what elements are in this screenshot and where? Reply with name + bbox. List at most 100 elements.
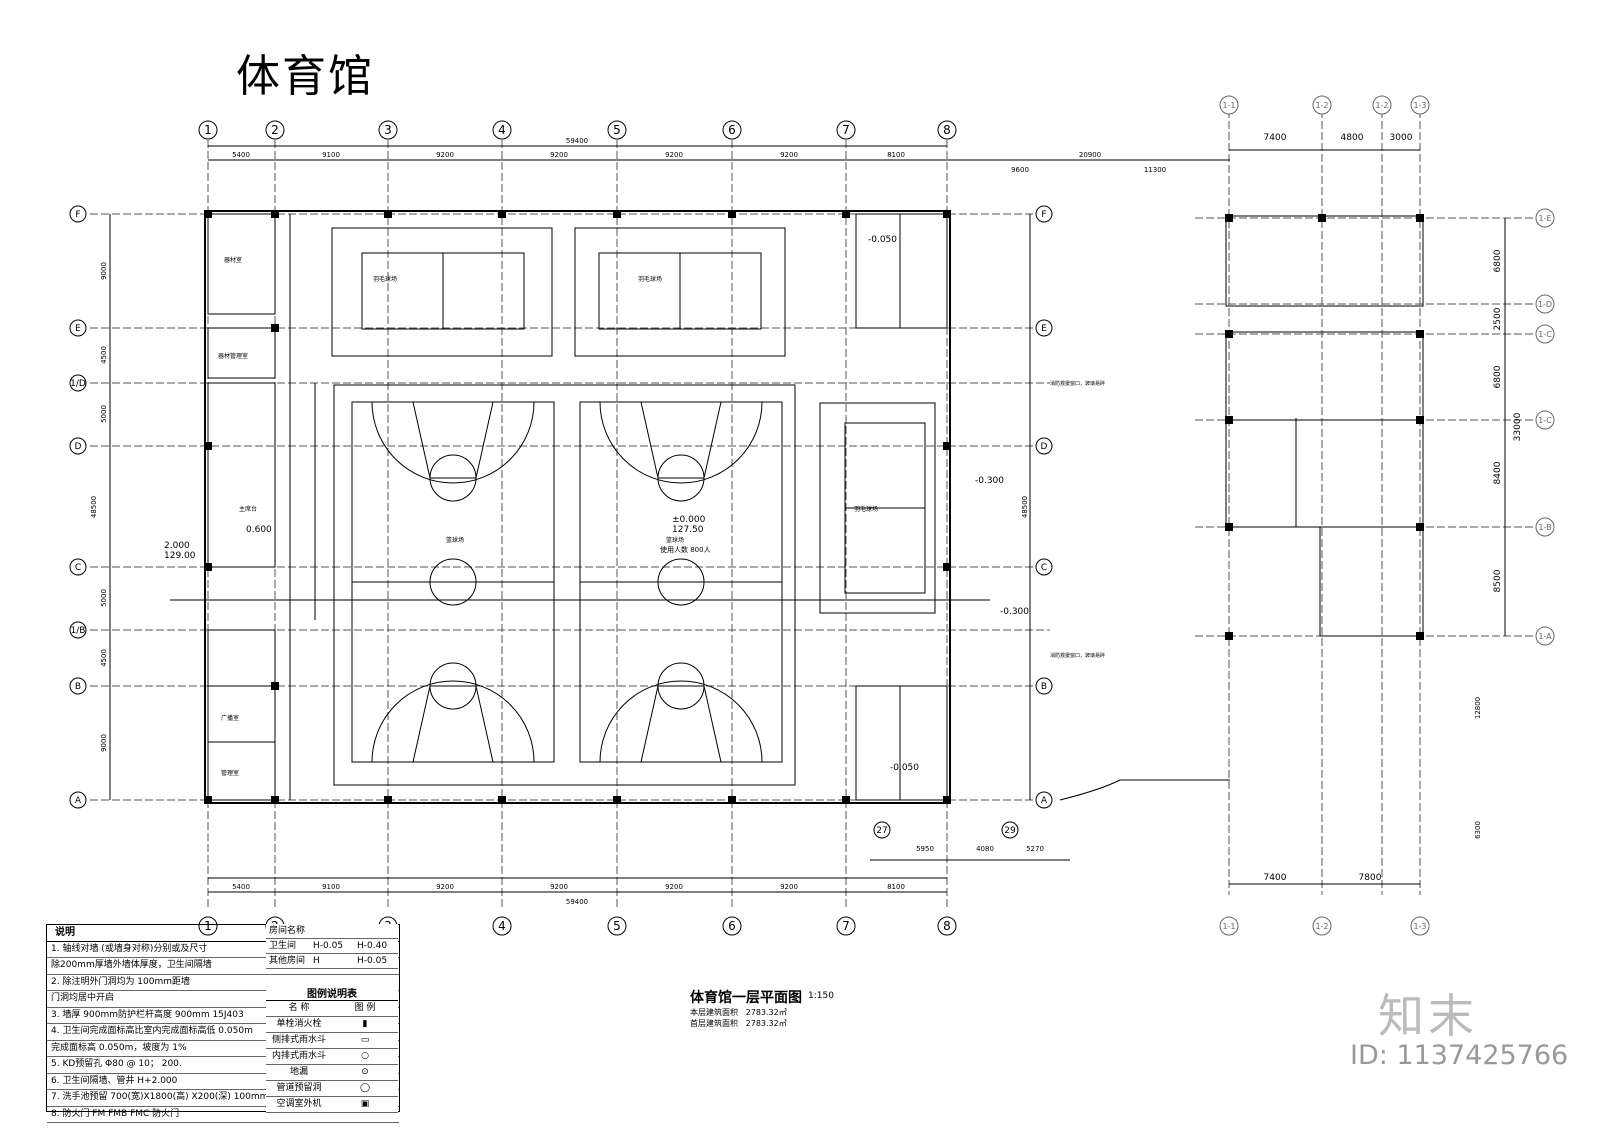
area-line: 首层建筑面积 2783.32㎡: [690, 1018, 787, 1029]
axis-label: C: [1041, 563, 1047, 573]
notes-header: 说明: [47, 925, 399, 942]
axis-label: F: [75, 210, 80, 220]
dim-right-vert: 2500: [1493, 307, 1503, 330]
axis-label: 1: [204, 123, 212, 137]
axis-label: 4: [498, 919, 506, 933]
axis-label: 7: [842, 123, 850, 137]
pipe-hole-icon: ◯: [359, 1083, 371, 1093]
legend-item: 单栓消火栓: [276, 1019, 322, 1029]
dim-bottom-bay: 8100: [887, 883, 905, 891]
axis-label: B: [1041, 682, 1047, 692]
finish-row: 其他房间 H H-0.05: [266, 954, 398, 969]
dim-right-plan: 7400: [1264, 873, 1287, 883]
legend-title: 图例说明表: [266, 985, 398, 1001]
axis-bubbles-left: F E 1/D D C 1/B B A: [69, 205, 87, 809]
axis-bubbles-top: 1 2 3 4 5 6 7 8: [198, 120, 957, 140]
axis-label: 1-3: [1413, 922, 1426, 931]
dim-top-bay: 9200: [436, 151, 454, 159]
legend-table: 图例说明表 名 称图 例 单栓消火栓▮ 侧排式雨水斗▭ 内排式雨水斗○ 地漏⊙ …: [266, 985, 398, 1113]
legend-item: 侧排式雨水斗: [271, 1035, 326, 1045]
note-line: 门洞均居中开启: [47, 991, 399, 1008]
grid-verticals: [207, 140, 948, 910]
dim-right-top: 11300: [1144, 166, 1166, 174]
axis-label: 7: [842, 919, 850, 933]
finish-cell: H-0.05: [313, 941, 344, 951]
axis-label: D: [1041, 442, 1048, 452]
dim-bottom-bay: 9100: [322, 883, 340, 891]
axis-label: 27: [876, 826, 887, 836]
note-line: 7. 洗手池预留 700(宽)X1800(高) X200(深) 100mm: [47, 1090, 399, 1107]
room-badminton: 羽毛球场: [854, 505, 878, 513]
dim-lower: 4080: [976, 845, 994, 853]
plan-scale: 1:150: [808, 991, 834, 1001]
dim-left: 5000: [100, 405, 108, 423]
axis-label: E: [75, 324, 81, 334]
dim-overall-top: 59400: [566, 137, 588, 145]
watermark-id: ID: 1137425766: [1350, 1040, 1569, 1071]
room-broadcast: 广播室: [221, 714, 239, 722]
roof-drain-icon: ○: [361, 1051, 369, 1061]
legend-row: 单栓消火栓▮: [266, 1017, 398, 1033]
axis-label: 1/D: [70, 379, 86, 389]
note-line: 除200mm厚墙外墙体厚度，卫生间隔墙: [47, 958, 399, 975]
legend-item: 管道预留洞: [276, 1083, 322, 1093]
axis-label: 3: [384, 123, 392, 137]
dim-right-vert: 6300: [1474, 821, 1482, 839]
axis-label: 1-C: [1538, 416, 1552, 425]
dim-right-plan: 7800: [1359, 873, 1382, 883]
side-level: -0.300: [1000, 607, 1029, 617]
room-equipment: 器材室: [224, 256, 242, 264]
note-line: 5. KD预留孔 Φ80 @ 10； 200.: [47, 1057, 399, 1074]
note-line: 2. 除注明外门洞均为 100mm距墙: [47, 975, 399, 991]
floor-note: 篮球场: [666, 536, 684, 544]
room-badminton: 羽毛球场: [373, 275, 397, 283]
brand-logo: 知末: [1378, 989, 1478, 1043]
area-summary: 本层建筑面积 2783.32㎡ 首层建筑面积 2783.32㎡: [690, 1007, 787, 1029]
dim-left: 5000: [100, 589, 108, 607]
legend-row: 侧排式雨水斗 ▭: [266, 1033, 398, 1049]
axis-label: 1-2: [1315, 101, 1328, 110]
dim-right-plan: 4800: [1341, 133, 1364, 143]
legend-row: 地漏⊙: [266, 1065, 398, 1081]
dim-top-bay: 9200: [665, 151, 683, 159]
axis-bubbles-mid: F E D C B A: [1035, 205, 1053, 809]
finish-cell: 其他房间: [269, 956, 306, 966]
dim-right-total: 33000: [1513, 412, 1523, 441]
page-title: 体育馆: [236, 51, 374, 102]
legend-item: 空调室外机: [276, 1099, 322, 1109]
note-line: 8. 防火门 FM FMB FMC 防火门: [47, 1107, 399, 1123]
axis-label: 2: [271, 123, 279, 137]
side-drain-icon: ▭: [360, 1035, 370, 1045]
axis-label: A: [1041, 796, 1048, 806]
dim-lower: 5950: [916, 845, 934, 853]
finish-cell: H: [313, 956, 320, 966]
wc-level: -0.050: [868, 235, 897, 245]
notes-panel: 说明 1. 轴线对墙 (或墙身对称)分别或及尺寸 除200mm厚墙外墙体厚度，卫…: [46, 924, 400, 1123]
axis-label: 1-1: [1222, 922, 1235, 931]
finish-row: 房间名称: [266, 924, 398, 939]
floor-level: 127.50: [672, 525, 704, 535]
area-value: 2783.32㎡: [745, 1008, 787, 1017]
legend-row: 内排式雨水斗○: [266, 1049, 398, 1065]
dim-left: 9000: [100, 262, 108, 280]
ac-unit-icon: ▣: [360, 1099, 370, 1109]
dim-lower: 5270: [1026, 845, 1044, 853]
axis-label: 1-3: [1413, 101, 1426, 110]
outdoor-level: 129.00: [164, 551, 196, 561]
finish-cell: [354, 924, 398, 938]
legend-item: 地漏: [289, 1067, 308, 1077]
floor-occupancy: 使用人数 800人: [660, 545, 711, 554]
wc-level: -0.050: [890, 763, 919, 773]
legend-row: 管道预留洞 ◯: [266, 1081, 398, 1097]
dim-left-total: 48500: [90, 496, 98, 518]
dim-overall-bottom: 59400: [566, 898, 588, 906]
axis-label: 1-2: [1315, 922, 1328, 931]
axis-label: D: [75, 442, 82, 452]
dim-right-top: 9600: [1011, 166, 1029, 174]
finish-cell: H-0.05: [357, 956, 388, 966]
finish-cell: 卫生间: [269, 941, 297, 951]
axis-label: 8: [943, 123, 951, 137]
floor-level: ±0.000: [672, 515, 706, 525]
axis-bubbles-right: 1-1 1-2 1-2 1-3 1-1 1-2 1-3 1-E 1-D 1-C …: [1219, 95, 1555, 936]
